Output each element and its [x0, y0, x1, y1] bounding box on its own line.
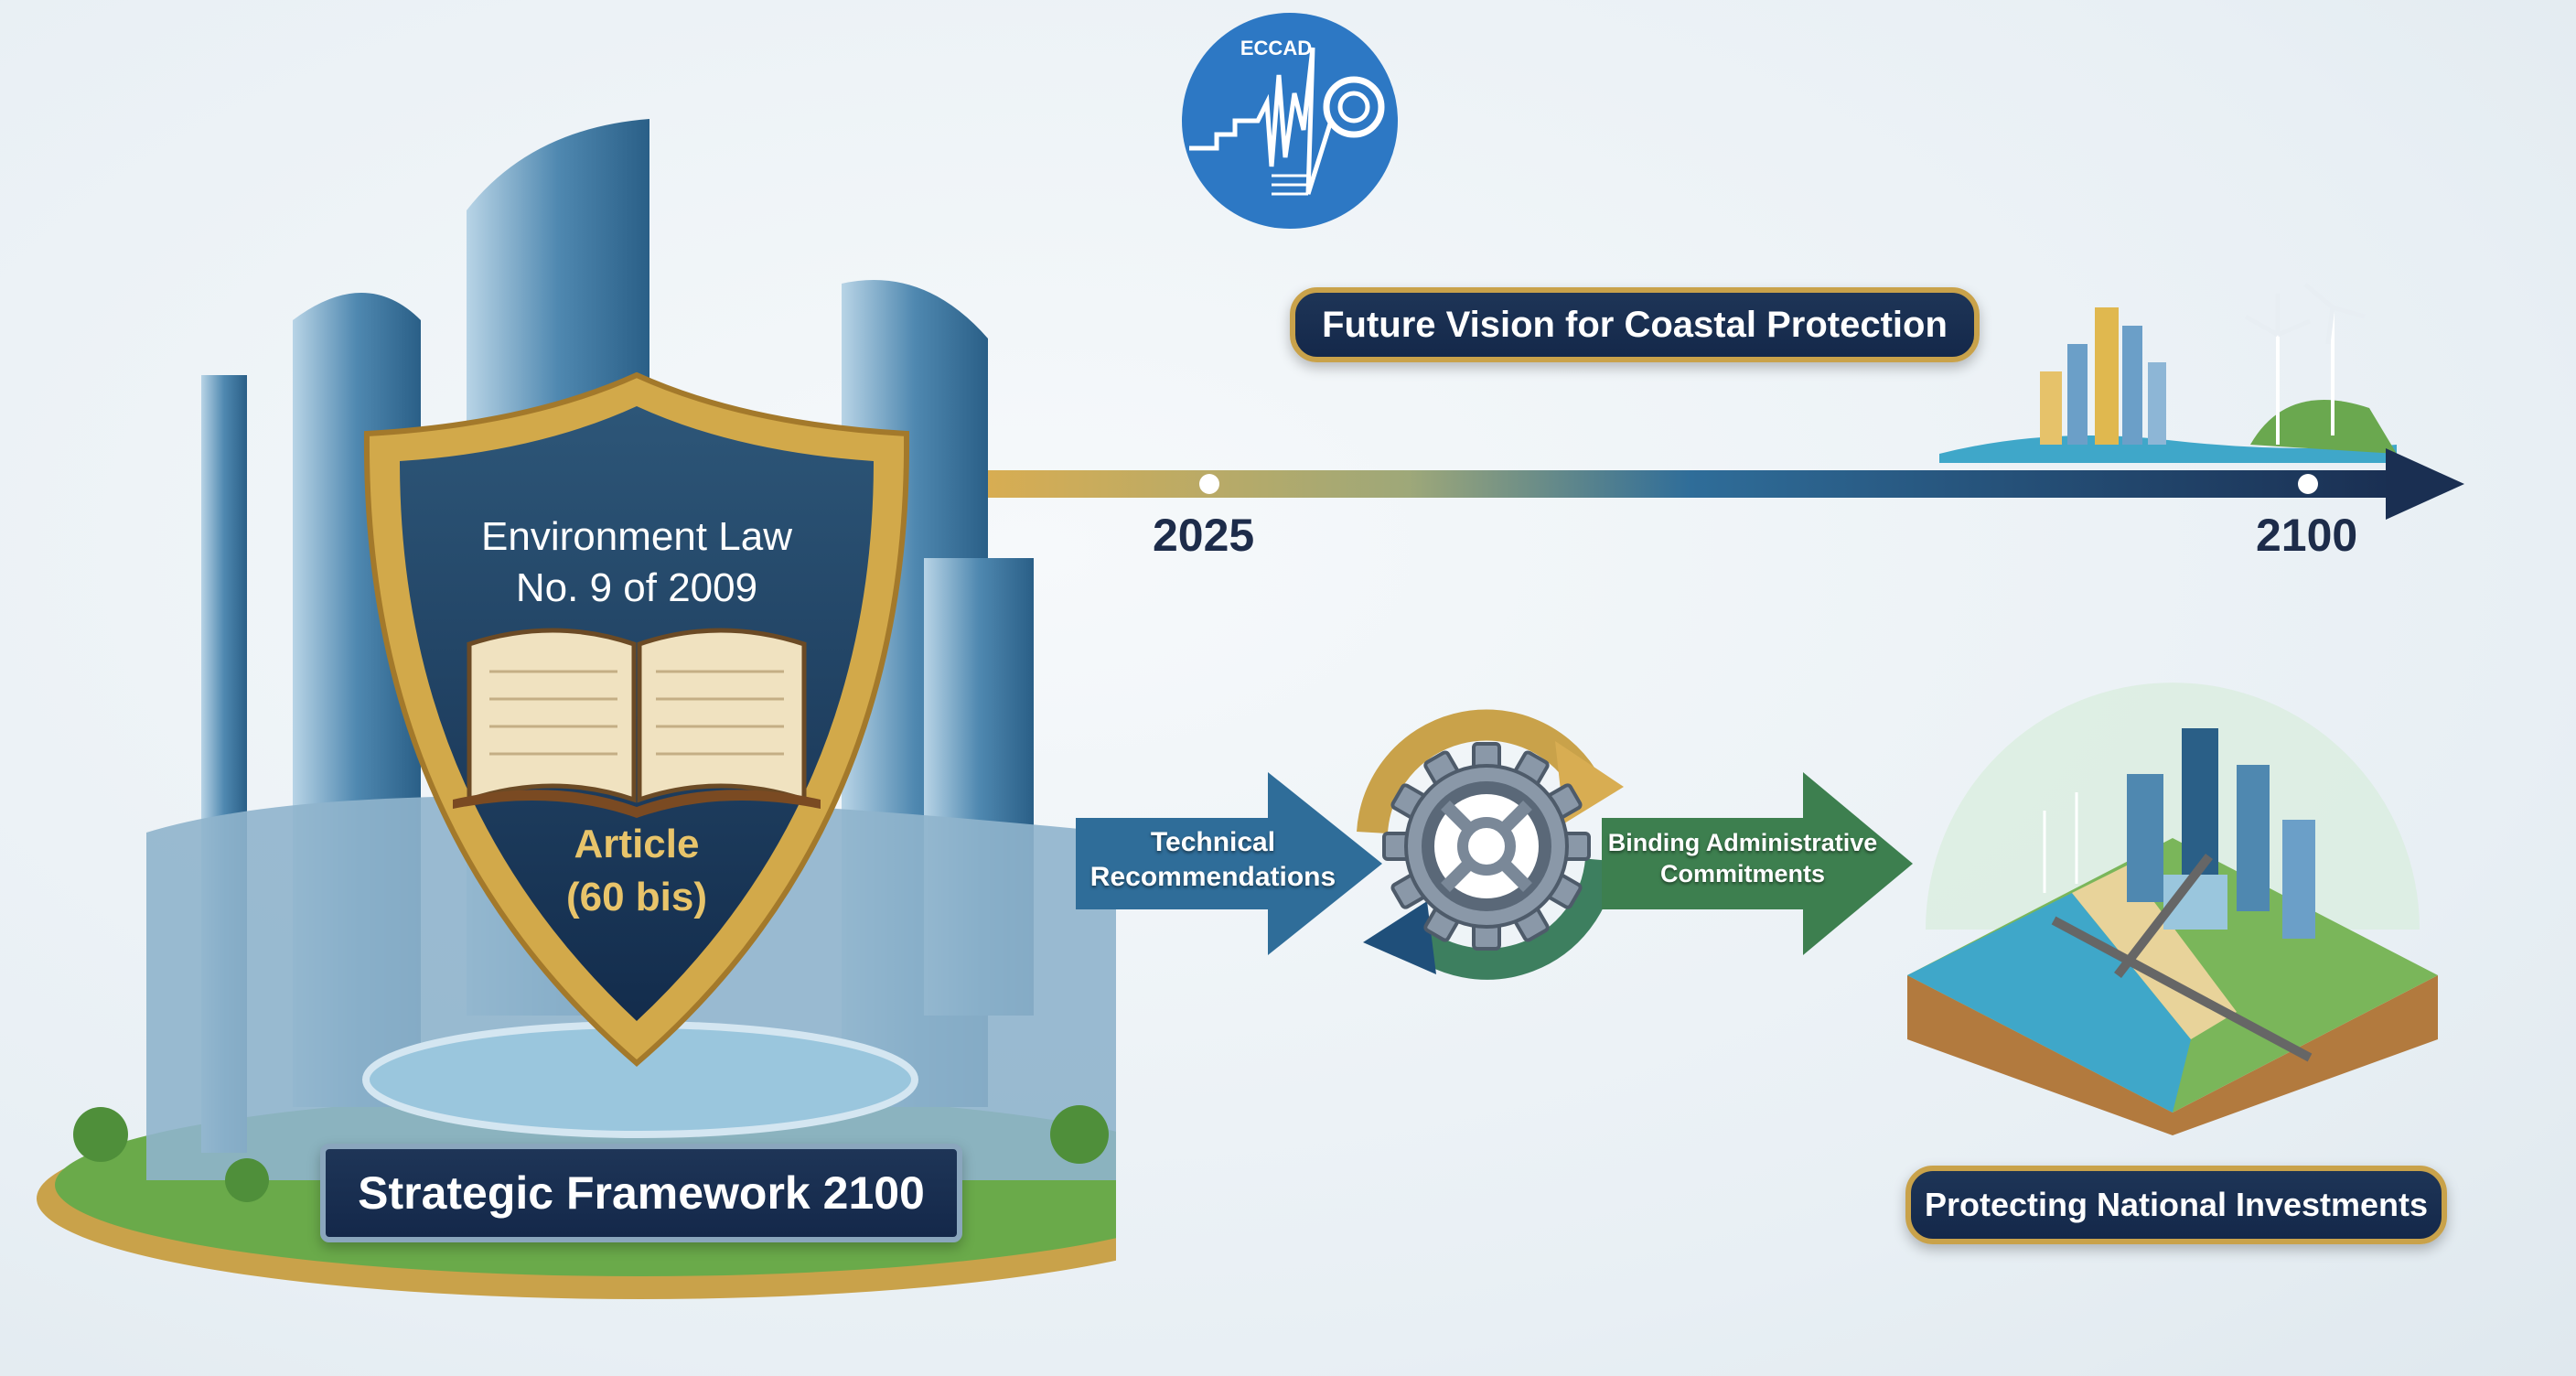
binding-commitments-label: Binding Administrative Commitments — [1607, 829, 1878, 887]
timeline-title: Future Vision for Coastal Protection — [1290, 287, 1980, 362]
output-arrow — [1602, 772, 1917, 955]
timeline-arrow — [986, 448, 2468, 521]
law-title: Environment Law — [481, 514, 792, 559]
timeline-end-year: 2100 — [2256, 510, 2358, 561]
timeline-dot-2100 — [2298, 474, 2318, 494]
open-book-icon — [453, 628, 821, 818]
strategic-framework-label: Strategic Framework 2100 — [320, 1144, 962, 1242]
law-shield — [361, 370, 912, 1069]
article-number: (60 bis) — [565, 875, 708, 919]
timeline-dot-2025 — [1199, 474, 1219, 494]
coastal-city-island-illustration — [1889, 673, 2456, 1140]
future-city-illustration — [1939, 271, 2397, 463]
technical-recommendations-label: Technical Recommendations — [1089, 827, 1336, 892]
law-number: No. 9 of 2009 — [515, 565, 758, 610]
timeline-start-year: 2025 — [1153, 510, 1255, 561]
gear-icon — [1379, 739, 1594, 953]
protecting-investments-label: Protecting National Investments — [1905, 1166, 2447, 1244]
input-arrow — [1076, 772, 1387, 955]
svg-text:ECCAD: ECCAD — [1240, 37, 1312, 59]
eccad-logo: ECCAD — [1180, 11, 1400, 231]
article-label: Article — [574, 822, 700, 866]
